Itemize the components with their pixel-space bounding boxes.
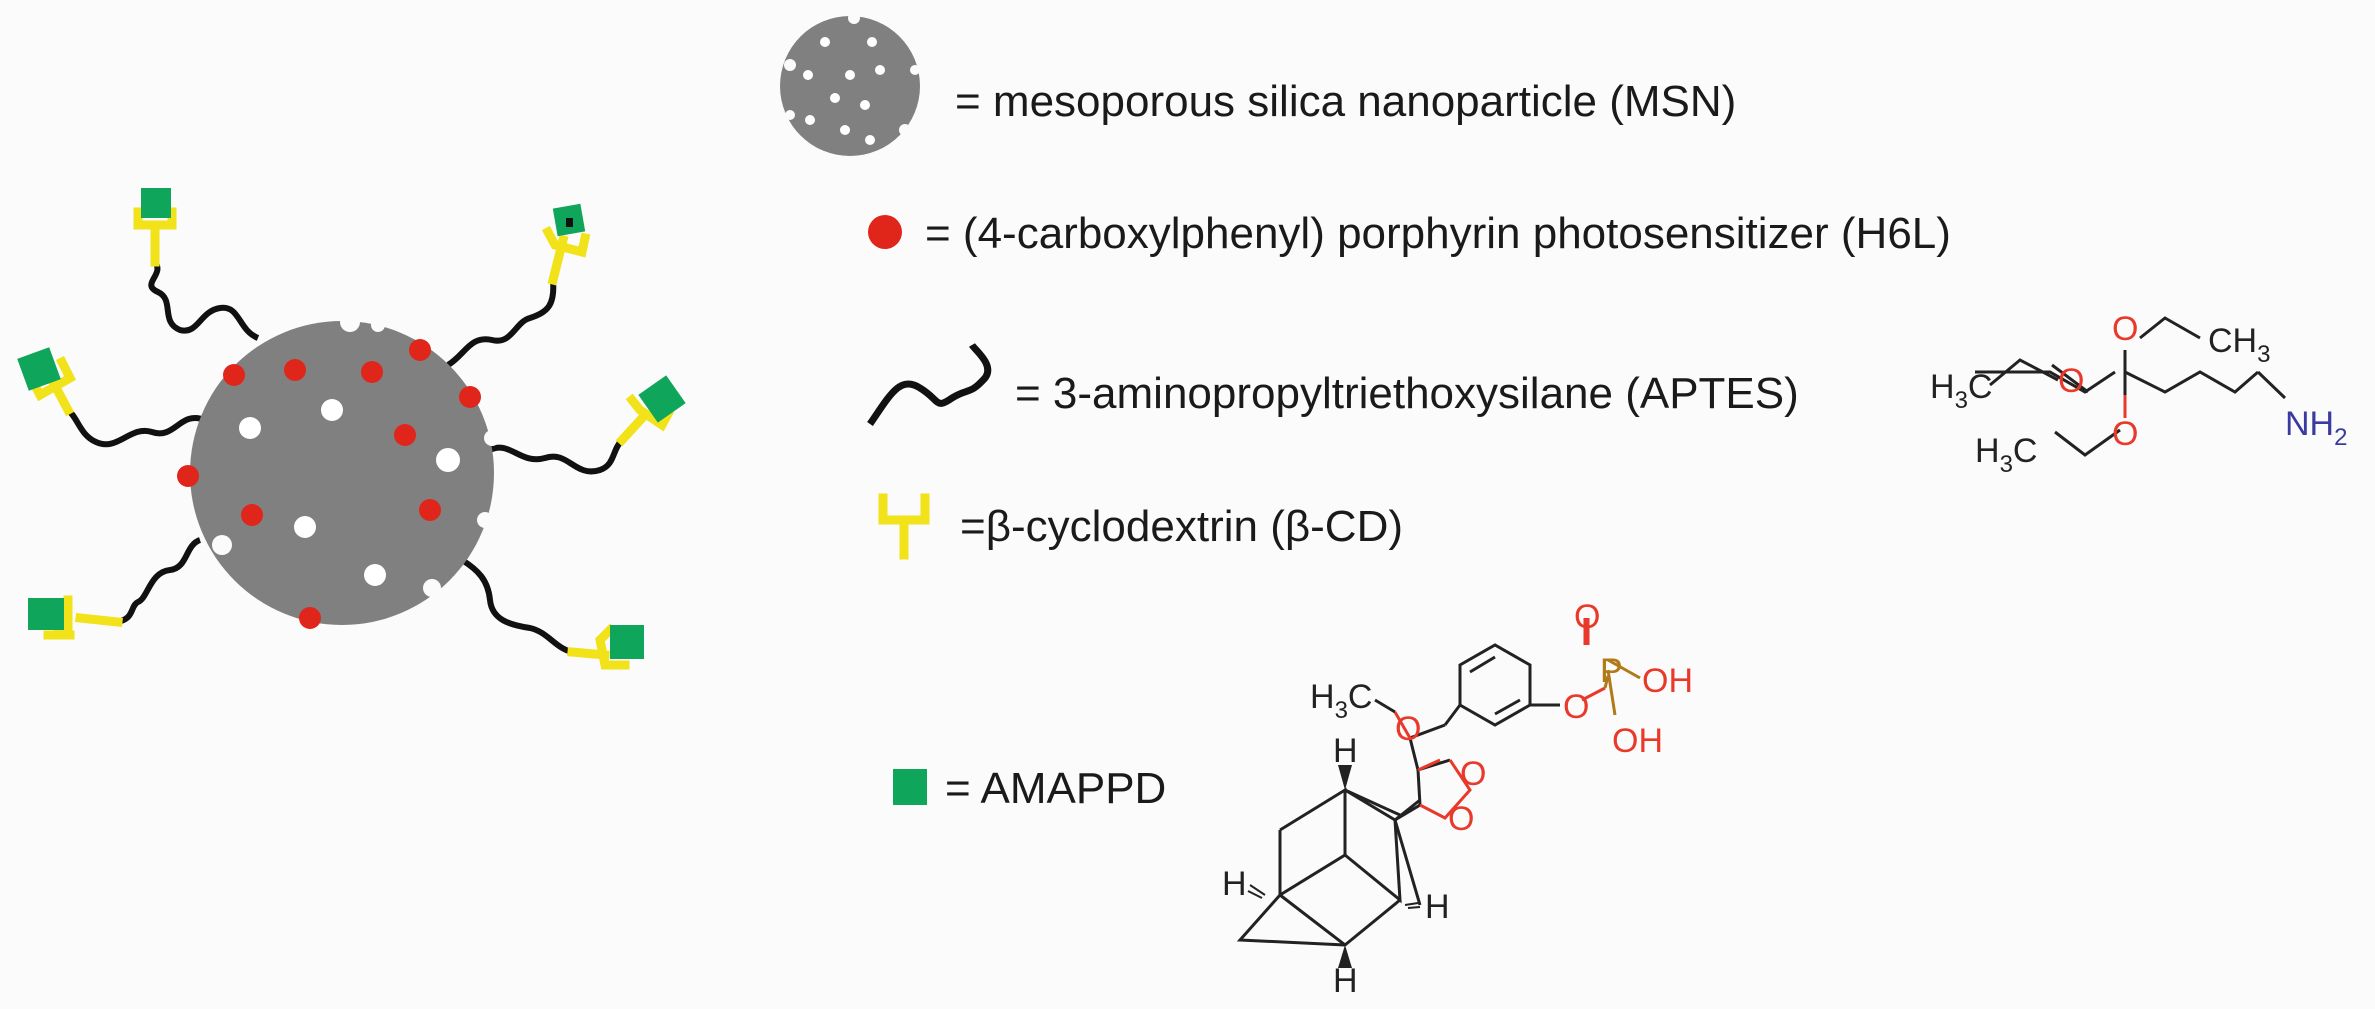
amappd-h-top: H [1333, 732, 1358, 770]
linker-bottom-left [117, 537, 202, 625]
amappd-squares [17, 188, 686, 659]
legend-porphyrin-symbol [868, 215, 902, 249]
legend: = mesoporous silica nanoparticle (MSN) =… [780, 12, 1951, 813]
aptes-structure: O CH3 H3C O H3C O NH2 [1930, 310, 2347, 478]
amappd-phosphate-oh2: OH [1612, 722, 1663, 760]
amappd-bottom-left [28, 598, 64, 630]
amappd-methoxy-o: O [1395, 710, 1421, 748]
amappd-dioxetane-o1: O [1460, 755, 1486, 793]
amappd-left [17, 347, 61, 391]
legend-amappd-label: = AMAPPD [945, 764, 1166, 813]
amappd-structure: H3C O O O O P O OH OH H H H H [1222, 598, 1693, 1000]
legend-amappd-symbol [893, 769, 927, 805]
amappd-dioxetane-o2: O [1448, 800, 1474, 838]
aptes-o-left: O [2058, 362, 2084, 400]
aptes-o-bottom: O [2112, 415, 2138, 453]
amappd-bottom-right [610, 625, 644, 659]
aptes-h3c-bottom: H3C [1975, 432, 2037, 478]
legend-msn-label: = mesoporous silica nanoparticle (MSN) [955, 77, 1736, 126]
cd-cap-right [615, 393, 675, 447]
amappd-phosphate-o-link: O [1563, 688, 1589, 726]
cd-cap-top-left [133, 207, 177, 267]
amappd-h-bottom: H [1333, 962, 1358, 1000]
aptes-nh2: NH2 [2285, 405, 2347, 451]
linker-right [488, 437, 625, 475]
amappd-phosphate-oh1: OH [1642, 662, 1693, 700]
legend-cd-label: =β-cyclodextrin (β-CD) [960, 502, 1403, 551]
legend-msn-symbol [780, 12, 920, 156]
legend-linker-symbol [867, 342, 992, 426]
linker-bottom-right [460, 557, 573, 655]
amappd-right [638, 375, 686, 423]
linker-top-left [148, 260, 260, 341]
amappd-top-left [141, 188, 171, 218]
amappd-phosphate-o-top: O [1574, 598, 1600, 636]
amappd-h-left: H [1222, 865, 1247, 903]
amappd-top-right-dot [566, 218, 573, 227]
legend-cd-symbol [878, 493, 930, 560]
aptes-h3c-left: H3C [1930, 368, 1992, 414]
legend-aptes-label: = 3-aminopropyltriethoxysilane (APTES) [1015, 369, 1799, 418]
linker-left [65, 407, 207, 448]
amappd-methoxy-h3c: H3C [1310, 678, 1372, 724]
legend-h6l-label: = (4-carboxylphenyl) porphyrin photosens… [925, 209, 1951, 258]
cd-cap-top-right [541, 225, 591, 286]
cd-cap-bottom-right [567, 623, 630, 670]
rim-pores [212, 312, 500, 597]
msn-particle [190, 321, 494, 625]
porphyrin-dots [177, 339, 481, 629]
aptes-ch3-top: CH3 [2208, 322, 2270, 368]
aptes-o-top: O [2112, 310, 2138, 348]
interior-pores [239, 399, 460, 586]
aptes-linkers [65, 260, 625, 655]
amappd-h-right: H [1425, 888, 1450, 926]
amappd-phosphate-p: P [1600, 652, 1623, 690]
linker-top-right [446, 279, 557, 368]
nanoparticle-assembly [17, 188, 686, 670]
